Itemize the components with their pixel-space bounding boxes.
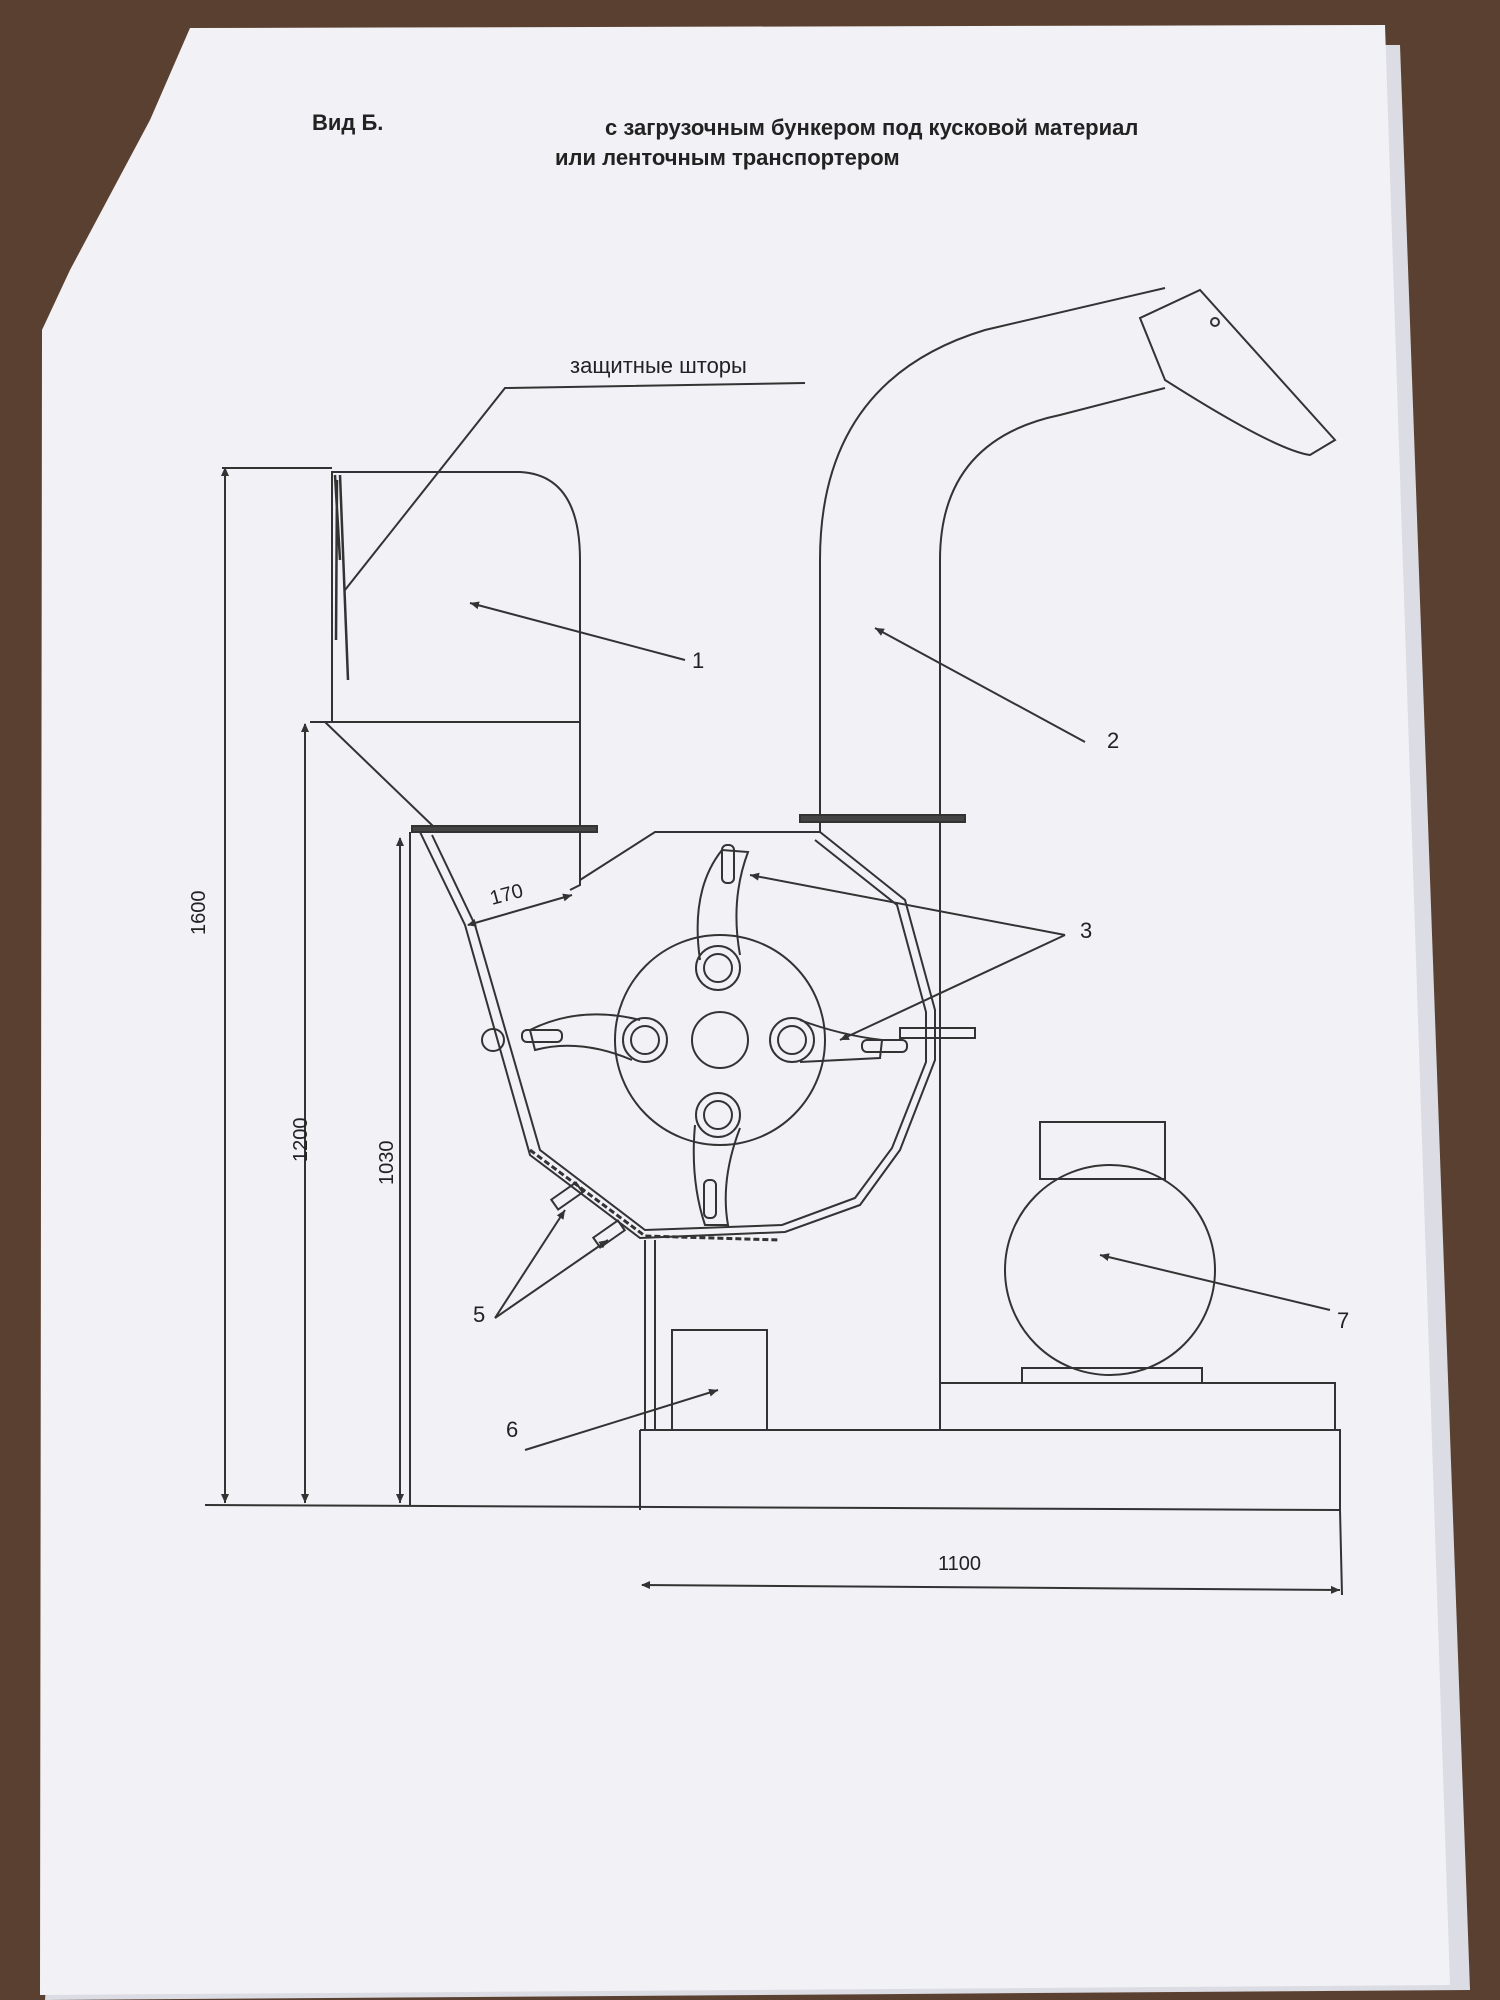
hammer-top-tip bbox=[721, 844, 735, 884]
motor-terminal-box bbox=[1039, 1121, 1166, 1180]
rotor-pin-top bbox=[695, 945, 741, 991]
hammer-left-tip bbox=[521, 1029, 563, 1043]
rotor-disc bbox=[614, 934, 826, 1146]
subtitle-line-1: с загрузочным бункером под кусковой мате… bbox=[605, 115, 1138, 140]
rotor-pin-right bbox=[769, 1017, 815, 1063]
motor-feet bbox=[1021, 1367, 1203, 1384]
grate-bracket-upper bbox=[549, 1181, 585, 1211]
callout-2: 2 bbox=[1107, 728, 1119, 753]
callout-1: 1 bbox=[692, 648, 704, 673]
pipe-flange bbox=[799, 814, 966, 823]
hammer-left bbox=[528, 1013, 641, 1061]
leader-5b bbox=[494, 1239, 609, 1319]
protective-curtain bbox=[333, 474, 350, 681]
leader-6 bbox=[524, 1388, 719, 1451]
hopper-funnel-line bbox=[324, 721, 436, 829]
leader-3a bbox=[749, 872, 1066, 936]
callout-6: 6 bbox=[506, 1417, 518, 1442]
callout-5: 5 bbox=[473, 1302, 485, 1327]
callout-3: 3 bbox=[1080, 918, 1092, 943]
curtains-label: защитные шторы bbox=[570, 353, 747, 378]
callout-7: 7 bbox=[1337, 1308, 1349, 1333]
rotor-hub bbox=[691, 1011, 749, 1069]
loading-hopper bbox=[331, 471, 581, 891]
dim-1200-label: 1200 bbox=[290, 1118, 312, 1163]
rotor-pin-bottom bbox=[695, 1092, 741, 1138]
hammer-right-tip bbox=[861, 1039, 908, 1053]
hammer-bottom bbox=[692, 1124, 741, 1226]
grate-bracket-lower bbox=[591, 1219, 627, 1249]
base-frame bbox=[639, 1429, 1341, 1510]
leader-curtains bbox=[344, 382, 806, 591]
view-label: Вид Б. bbox=[312, 110, 383, 135]
hopper-flange bbox=[411, 825, 598, 833]
leader-2 bbox=[874, 627, 1086, 743]
subtitle-line-2: или ленточным транспортером bbox=[555, 145, 900, 170]
rotor-pin-top-inner bbox=[703, 953, 733, 983]
right-port-bracket bbox=[899, 1027, 976, 1039]
grate-screen bbox=[529, 1148, 781, 1242]
dim-1100-label: 1100 bbox=[938, 1553, 981, 1575]
electric-motor bbox=[1004, 1164, 1216, 1376]
leader-5a bbox=[494, 1209, 566, 1319]
hammer-bottom-tip bbox=[703, 1179, 717, 1219]
paper-sheet bbox=[40, 25, 1450, 1995]
nozzle-pivot bbox=[1210, 317, 1220, 327]
dim-1100-line bbox=[641, 1581, 1341, 1594]
ground-line bbox=[204, 1504, 1341, 1511]
rotor-pin-left-inner bbox=[630, 1025, 660, 1055]
leader-3b bbox=[839, 934, 1066, 1041]
dim-1600-label: 1600 bbox=[188, 891, 210, 936]
side-port bbox=[481, 1028, 505, 1052]
rotor-pin-bottom-inner bbox=[703, 1100, 733, 1130]
dim-170-line bbox=[467, 893, 573, 927]
machine-drawing bbox=[204, 287, 1343, 1596]
rotor-pin-right-inner bbox=[777, 1025, 807, 1055]
discharge-pipe bbox=[819, 287, 1166, 832]
crusher-housing-inner bbox=[431, 834, 927, 1232]
rotor-pin-left bbox=[622, 1017, 668, 1063]
leader-1 bbox=[469, 601, 686, 661]
discharge-nozzle bbox=[1138, 288, 1337, 457]
leader-7 bbox=[1099, 1253, 1331, 1311]
dim-1030-label: 1030 bbox=[376, 1141, 398, 1186]
dim-1100-ext bbox=[1339, 1509, 1343, 1596]
